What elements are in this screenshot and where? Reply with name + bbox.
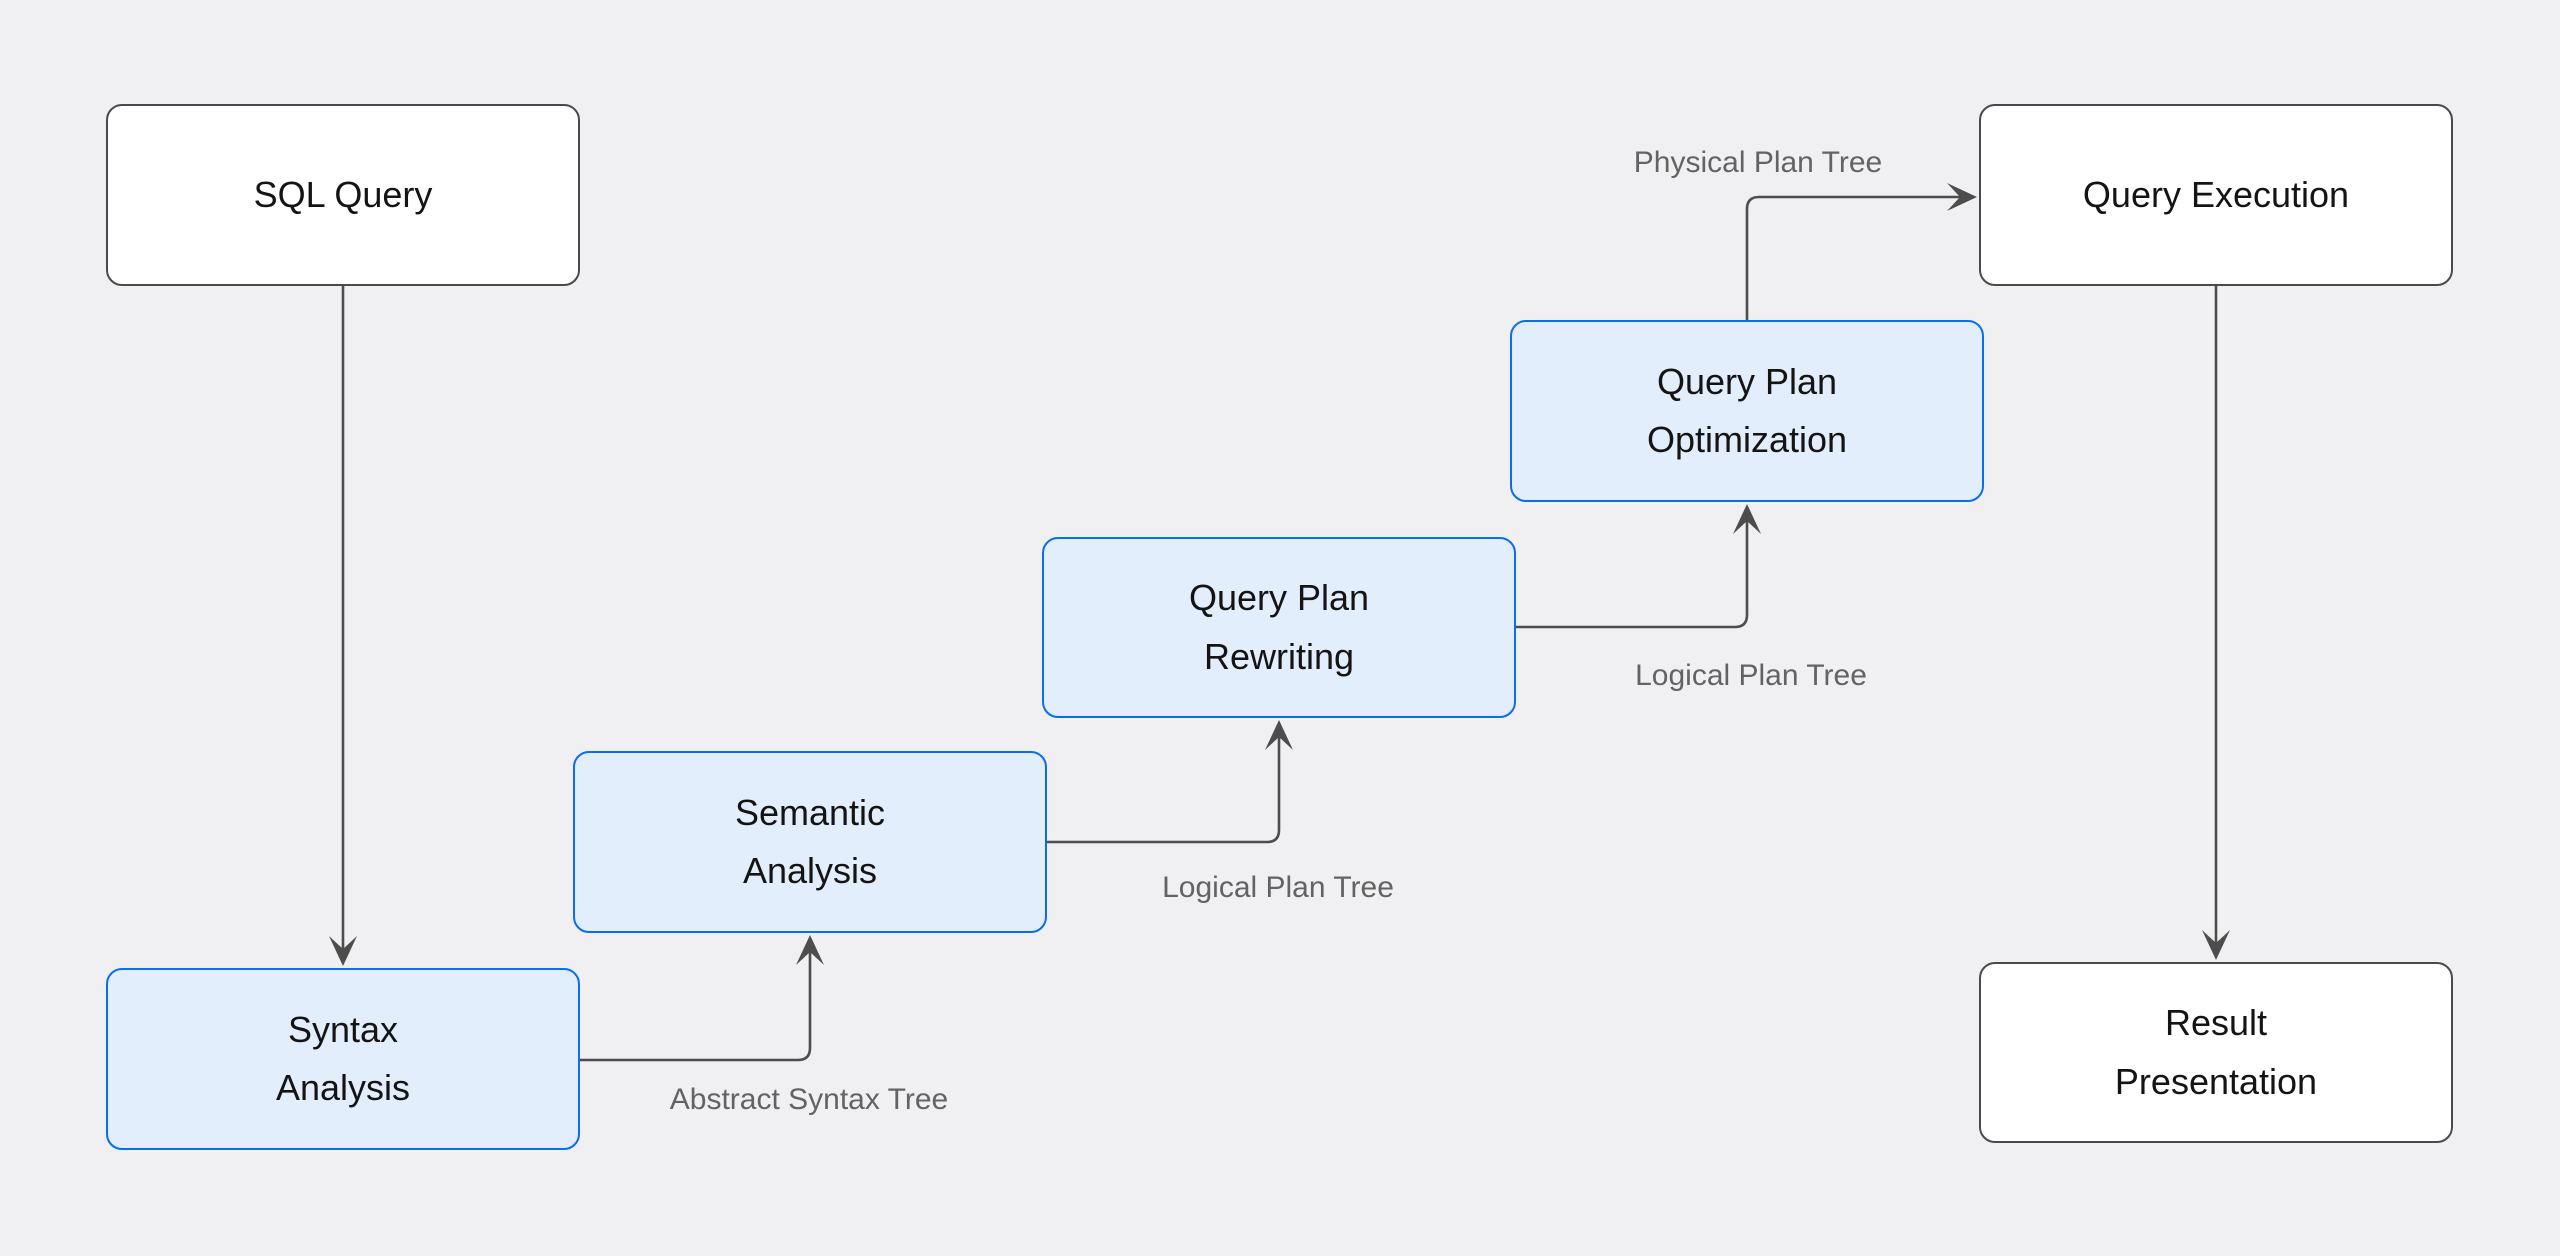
edge-semantic-analysis-to-query-plan-rewriting xyxy=(1047,737,1281,844)
node-query-plan-rewriting: Query Plan Rewriting xyxy=(1042,537,1516,718)
node-label: Syntax Analysis xyxy=(276,1001,410,1118)
arrowhead-icon xyxy=(2202,930,2230,960)
node-text: Semantic xyxy=(734,791,886,833)
edge-query-plan-optimization-to-query-execution xyxy=(1745,195,1960,320)
arrowhead-icon xyxy=(1265,720,1293,750)
edge-syntax-analysis-to-semantic-analysis xyxy=(580,952,812,1062)
node-query-execution: Query Execution xyxy=(1979,104,2453,286)
node-text: Query Plan xyxy=(1188,577,1370,619)
node-text: Analysis xyxy=(275,1067,411,1108)
node-label: Query Plan Optimization xyxy=(1647,353,1847,470)
node-text: Query Execution xyxy=(2082,173,2350,215)
node-text: Analysis xyxy=(742,850,878,891)
node-text: Query Plan xyxy=(1656,360,1838,402)
edge-label-physical-plan-tree: Physical Plan Tree xyxy=(1633,146,1883,179)
node-text: Rewriting xyxy=(1203,635,1355,677)
node-label: Query Plan Rewriting xyxy=(1189,569,1369,686)
node-label: Semantic Analysis xyxy=(735,784,885,901)
edge-query-plan-rewriting-to-query-plan-optimization xyxy=(1516,521,1749,629)
node-label: Result Presentation xyxy=(2115,994,2317,1111)
node-semantic-analysis: Semantic Analysis xyxy=(573,751,1047,933)
node-text: SQL Query xyxy=(253,173,433,215)
arrowhead-icon xyxy=(1733,504,1761,534)
node-label: Query Execution xyxy=(2083,166,2349,224)
node-text: Presentation xyxy=(2114,1060,2318,1102)
node-text: Optimization xyxy=(1646,419,1848,460)
edge-label-abstract-syntax-tree: Abstract Syntax Tree xyxy=(669,1083,949,1116)
node-result-presentation: Result Presentation xyxy=(1979,962,2453,1143)
node-text: Syntax xyxy=(287,1008,399,1050)
node-sql-query: SQL Query xyxy=(106,104,580,286)
arrowhead-icon xyxy=(796,935,824,965)
arrowhead-icon xyxy=(1947,183,1977,211)
edge-label-logical-plan-tree-1: Logical Plan Tree xyxy=(1162,871,1394,904)
node-syntax-analysis: Syntax Analysis xyxy=(106,968,580,1150)
node-query-plan-optimization: Query Plan Optimization xyxy=(1510,320,1984,502)
node-text: Result xyxy=(2164,1002,2268,1044)
edge-label-logical-plan-tree-2: Logical Plan Tree xyxy=(1635,659,1867,692)
arrowhead-icon xyxy=(329,936,357,966)
node-label: SQL Query xyxy=(254,166,433,224)
